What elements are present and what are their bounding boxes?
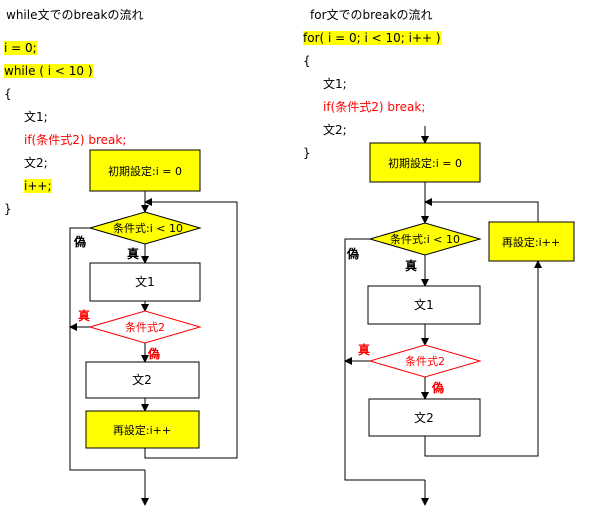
while-cond1-label: 条件式:i < 10 — [113, 221, 183, 235]
for-code-text: if(条件式2) break; — [323, 100, 426, 114]
while-code-text: 文2; — [24, 156, 48, 170]
while-code-text: } — [4, 202, 12, 216]
for-false1-label: 偽 — [346, 246, 359, 261]
while-false1-label: 偽 — [73, 234, 86, 249]
while-cond2-diamond — [88, 310, 202, 344]
while-code-line: while ( i < 10 ) — [4, 60, 126, 83]
for-cond2-diamond — [368, 344, 482, 378]
for-code-line: } — [303, 142, 441, 165]
while-cond2-label: 条件式2 — [125, 320, 165, 334]
for-stmt2-box — [368, 398, 481, 437]
while-flowchart — [69, 149, 238, 506]
while-update-label: 再設定:i++ — [113, 423, 171, 437]
while-cond1-diamond — [88, 211, 202, 245]
for-init-label: 初期設定:i = 0 — [388, 156, 462, 170]
while-true2-label: 真 — [78, 308, 90, 323]
for-false2-label: 偽 — [431, 380, 444, 395]
while-stmt2-box — [85, 361, 200, 399]
while-code-line: } — [4, 198, 126, 221]
for-code-line: 文2; — [303, 119, 441, 142]
for-code-line: for( i = 0; i < 10; i++ ) — [303, 27, 441, 50]
for-code-line: { — [303, 50, 441, 73]
while-code-text: { — [4, 87, 12, 101]
while-init-box — [89, 149, 201, 192]
while-code-text: 文1; — [24, 110, 48, 124]
while-code-line: 文1; — [4, 106, 126, 129]
while-code-text: while ( i < 10 ) — [4, 64, 93, 78]
while-code-line: i++; — [4, 175, 126, 198]
for-title: for文でのbreakの流れ — [310, 8, 433, 22]
for-code-line: if(条件式2) break; — [303, 96, 441, 119]
while-code-line: i = 0; — [4, 37, 126, 60]
while-code-text: i++; — [24, 179, 52, 193]
while-code-line: 文2; — [4, 152, 126, 175]
for-stmt1-box — [367, 285, 481, 325]
while-init-label: 初期設定:i = 0 — [108, 164, 182, 178]
for-init-box — [369, 142, 481, 183]
for-code-text: 文1; — [323, 77, 347, 91]
for-code-text: 文2; — [323, 123, 347, 137]
for-update-box — [488, 221, 575, 262]
for-stmt1-label: 文1 — [414, 297, 434, 312]
for-stmt2-label: 文2 — [414, 410, 434, 425]
while-stmt2-label: 文2 — [132, 372, 152, 387]
while-code-text: if(条件式2) break; — [24, 133, 127, 147]
while-code-line: { — [4, 83, 126, 106]
for-code-text: } — [303, 146, 311, 160]
for-code-text: { — [303, 54, 311, 68]
for-cond2-label: 条件式2 — [405, 354, 445, 368]
for-cond1-diamond — [368, 222, 482, 256]
for-true1-label: 真 — [405, 258, 417, 273]
for-true2-label: 真 — [358, 342, 370, 357]
while-code-block: i = 0; while ( i < 10 ) { 文1; if(条件式2) break… — [4, 37, 126, 221]
for-code-text: for( i = 0; i < 10; i++ ) — [303, 31, 441, 45]
while-code-text: i = 0; — [4, 41, 37, 55]
for-code-block: for( i = 0; i < 10; i++ ) { 文1; if(条件式2) br… — [303, 27, 441, 165]
while-update-box — [85, 410, 200, 449]
while-title: while文でのbreakの流れ — [6, 8, 144, 22]
while-stmt1-label: 文1 — [135, 274, 155, 289]
while-code-line: if(条件式2) break; — [4, 129, 126, 152]
for-code-line: 文1; — [303, 73, 441, 96]
while-true1-label: 真 — [127, 246, 139, 261]
for-update-label: 再設定:i++ — [502, 235, 560, 249]
while-false2-label: 偽 — [147, 346, 160, 361]
for-flowchart — [344, 126, 575, 506]
for-cond1-label: 条件式:i < 10 — [390, 232, 460, 246]
